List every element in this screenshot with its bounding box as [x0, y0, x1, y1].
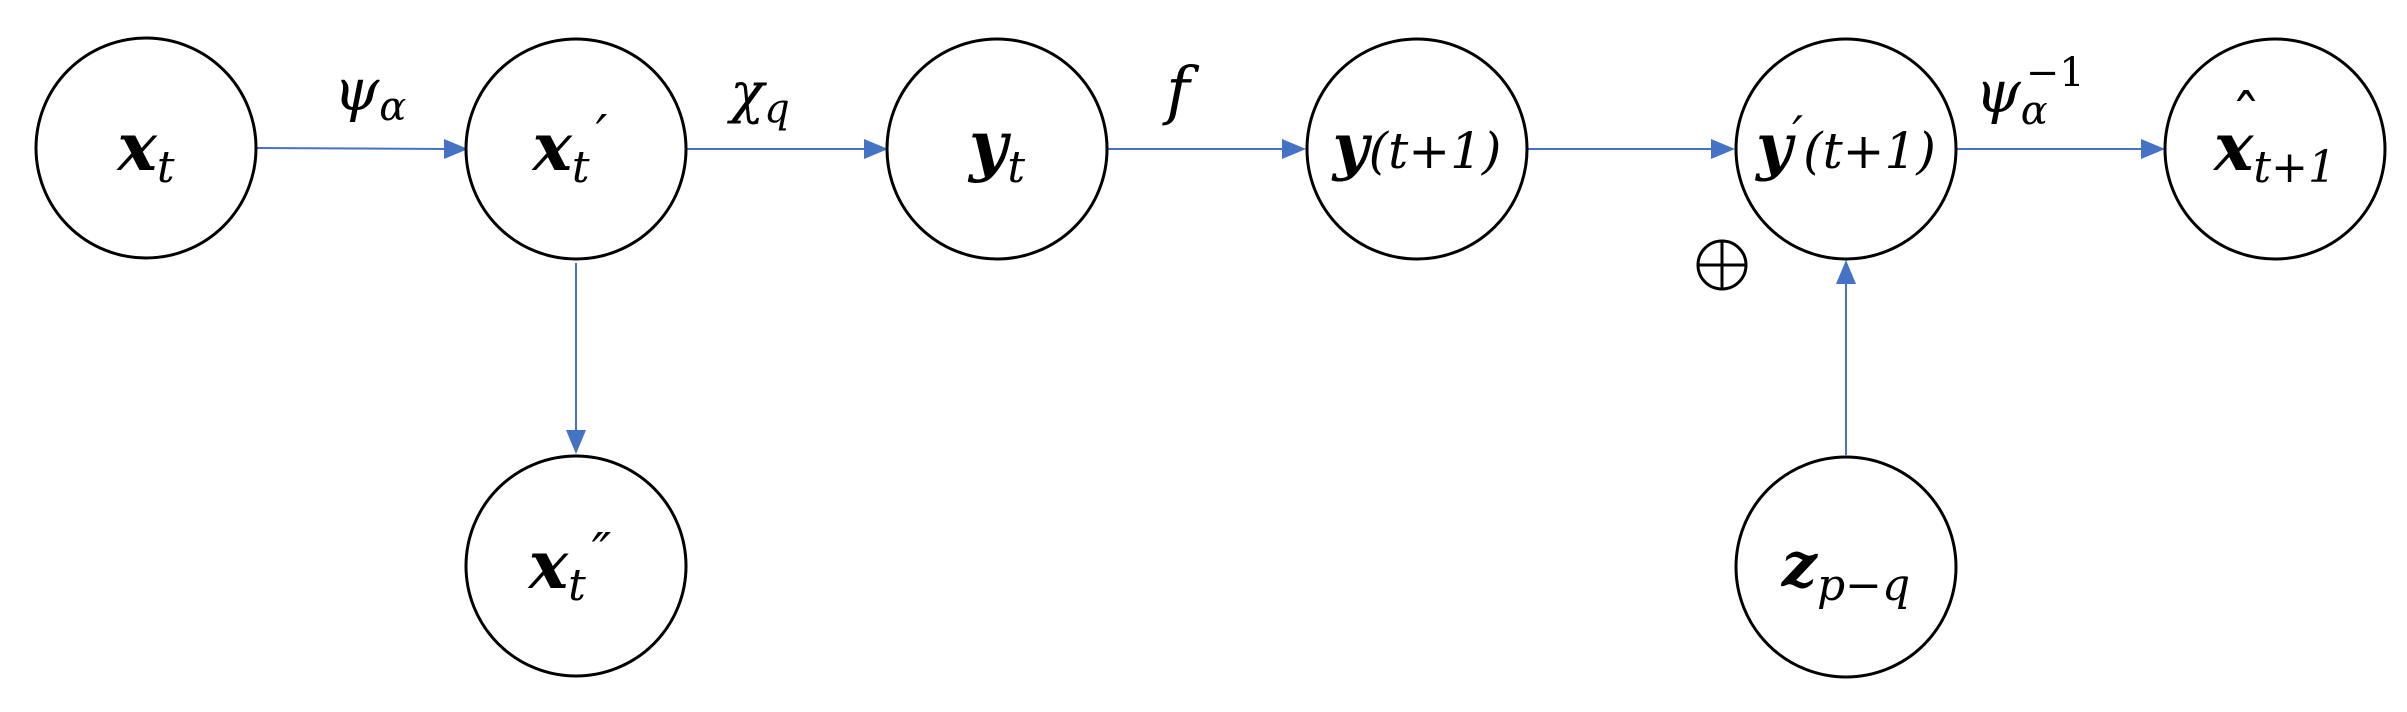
node-label: xt+1	[2212, 108, 2336, 193]
edge-label-psi-alpha-inverse: ψα−1	[1975, 50, 2084, 134]
node-circle	[885, 37, 1109, 261]
node-y-t-plus-1: y(t+1)	[1305, 37, 1529, 261]
node-circle	[464, 454, 688, 678]
node-circle	[1734, 37, 1958, 261]
node-x-hat-t-plus-1: ˆ xt+1	[2163, 37, 2387, 261]
node-circle	[1305, 37, 1529, 261]
arrowhead-xhat	[2141, 139, 2165, 159]
edge-xt-to-xt-prime	[256, 147, 447, 150]
node-circle	[464, 37, 688, 261]
node-z-p-minus-q: zp−q	[1734, 455, 1958, 679]
oplus-icon	[1696, 239, 1748, 291]
arrowhead-yt	[864, 139, 888, 159]
node-label: xt′	[531, 105, 608, 193]
arrowhead-xt-prime	[444, 139, 468, 159]
node-circle	[34, 36, 258, 260]
arrowhead-xt-double-prime	[566, 430, 586, 454]
node-label: zp−q	[1781, 528, 1910, 611]
node-label: y(t+1)	[1331, 110, 1502, 183]
node-circle	[2163, 37, 2387, 261]
node-x-t-prime: xt′	[464, 37, 688, 261]
edge-label-chi-q: χq	[726, 61, 790, 132]
node-label: xt	[115, 108, 174, 193]
edges	[256, 139, 2165, 455]
edge-label-f: f	[1162, 54, 1200, 128]
node-y-prime-t-plus-1: y′(t+1)	[1734, 37, 1958, 261]
node-circle	[1734, 455, 1958, 679]
node-label: xt″	[527, 523, 612, 611]
node-x-t-double-prime: xt″	[464, 454, 688, 678]
node-x-t: xt	[34, 36, 258, 260]
node-y-t: yt	[885, 37, 1109, 261]
node-hat-accent: ˆ	[2231, 83, 2261, 153]
arrowhead-zpq-up	[1836, 260, 1856, 284]
edge-label-psi-alpha: ψα	[334, 56, 407, 130]
node-label: yt	[967, 106, 1025, 193]
arrowhead-ypt1	[1711, 139, 1735, 159]
node-label: y′(t+1)	[1754, 106, 1936, 183]
arrowhead-yt1	[1282, 139, 1306, 159]
